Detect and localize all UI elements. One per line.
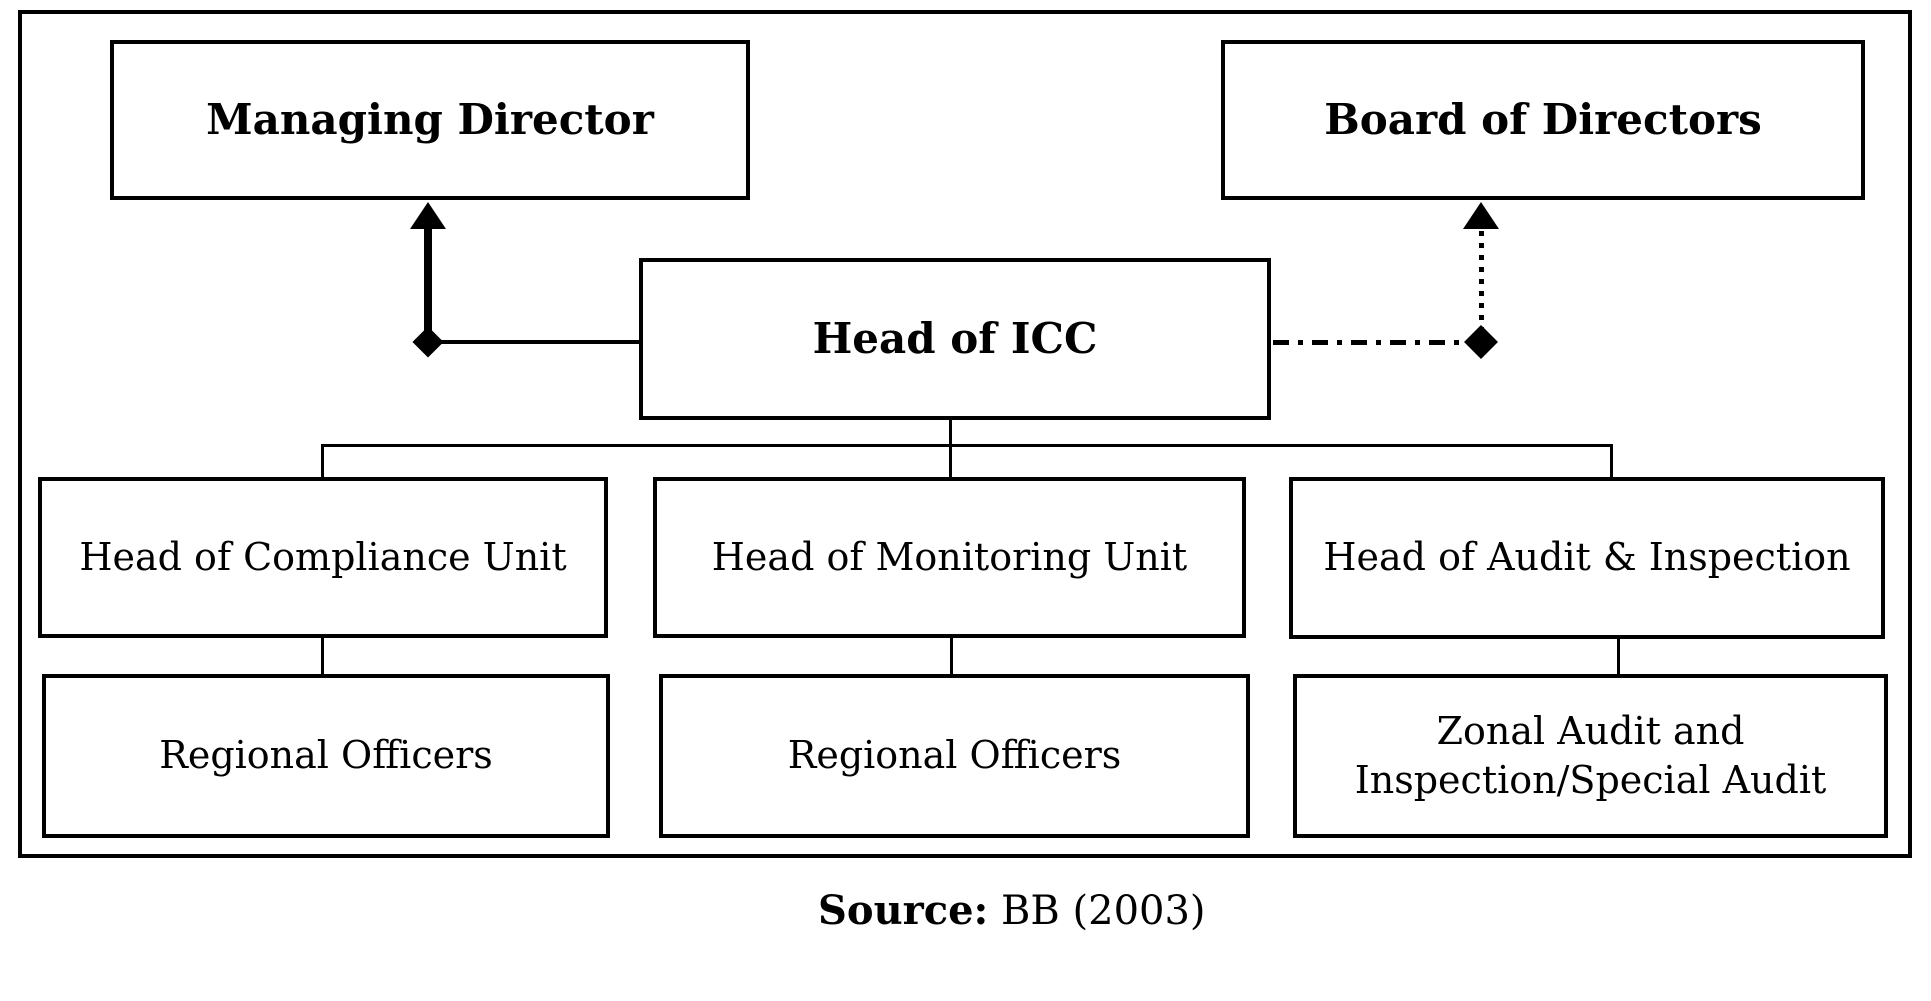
node-managing-director: Managing Director xyxy=(110,40,750,200)
node-zonal-audit-line1: Zonal Audit and xyxy=(1436,708,1745,753)
connector-icc-to-board-dashdot xyxy=(1273,340,1469,345)
node-zonal-audit: Zonal Audit and Inspection/Special Audit xyxy=(1293,674,1888,838)
connector-drop-compliance xyxy=(321,444,324,477)
node-head-of-compliance-unit-label: Head of Compliance Unit xyxy=(79,534,567,579)
connector-icc-to-md-vertical xyxy=(424,222,432,344)
source-caption: Source: BB (2003) xyxy=(818,887,1206,934)
connector-board-dotted-vertical xyxy=(1479,231,1484,330)
node-board-of-directors: Board of Directors xyxy=(1221,40,1865,200)
node-managing-director-label: Managing Director xyxy=(206,94,654,144)
source-label: Source: xyxy=(818,887,989,934)
arrowhead-up-managing-director-icon xyxy=(410,202,446,229)
connector-audit-to-zonal xyxy=(1617,639,1620,675)
source-value: BB (2003) xyxy=(988,888,1206,934)
node-regional-officers-monitoring: Regional Officers xyxy=(659,674,1250,838)
node-head-of-monitoring-unit: Head of Monitoring Unit xyxy=(653,477,1246,638)
node-regional-officers-compliance-label: Regional Officers xyxy=(159,733,493,778)
node-regional-officers-monitoring-label: Regional Officers xyxy=(787,733,1122,778)
connector-distribution-line xyxy=(321,444,1613,447)
arrowhead-up-board-of-directors-icon xyxy=(1463,202,1499,229)
connector-drop-audit xyxy=(1610,444,1613,477)
node-board-of-directors-label: Board of Directors xyxy=(1324,94,1762,144)
node-regional-officers-compliance: Regional Officers xyxy=(42,674,610,838)
node-head-of-monitoring-unit-label: Head of Monitoring Unit xyxy=(711,534,1188,579)
node-head-of-audit-inspection: Head of Audit & Inspection xyxy=(1289,477,1885,639)
connector-compliance-to-regional xyxy=(321,638,324,674)
node-zonal-audit-line2: Inspection/Special Audit xyxy=(1354,758,1827,802)
node-head-of-audit-inspection-label: Head of Audit & Inspection xyxy=(1323,535,1851,580)
connector-icc-bottom-drop xyxy=(949,420,952,477)
connector-icc-to-md-horizontal xyxy=(428,340,639,344)
connector-monitoring-to-regional xyxy=(950,638,953,675)
node-zonal-audit-label: Zonal Audit and Inspection/Special Audit xyxy=(1355,707,1827,806)
node-head-of-icc: Head of ICC xyxy=(639,258,1271,420)
node-head-of-icc-label: Head of ICC xyxy=(812,313,1098,363)
node-head-of-compliance-unit: Head of Compliance Unit xyxy=(38,477,608,638)
